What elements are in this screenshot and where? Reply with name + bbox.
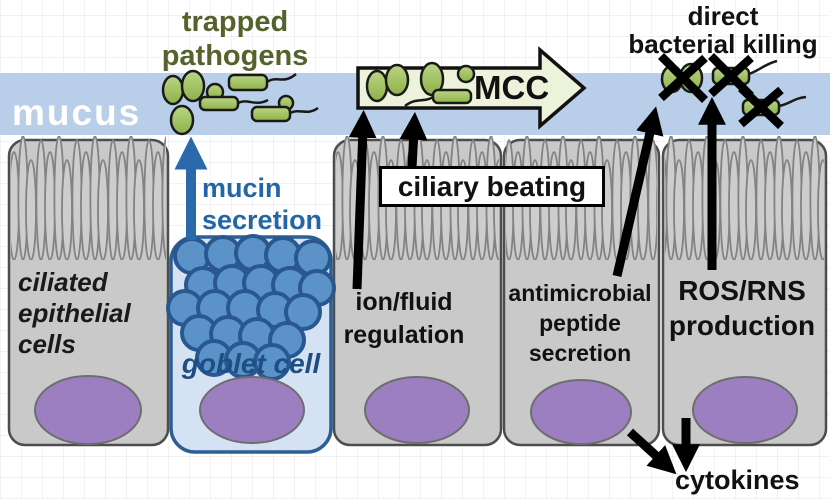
mcc-arrow: [356, 46, 587, 130]
nucleus: [34, 375, 142, 445]
pathogen-bacillus: [431, 88, 473, 105]
ion-fluid-regulation-label: ion/fluid regulation: [343, 288, 465, 349]
pathogen-bacillus: [227, 73, 269, 92]
mucus-label: mucus: [12, 92, 142, 133]
cell-nuclei: [34, 375, 798, 445]
flagellum: [237, 98, 269, 105]
antimicrobial-peptide-secretion-label: antimicrobial peptide secretion: [508, 280, 652, 366]
flagellum: [778, 95, 807, 108]
mcc-pathogens: [365, 61, 476, 108]
killed-pathogens-group: [657, 52, 807, 130]
goblet-cell-label: goblet cell: [181, 348, 321, 379]
pathogen-bacillus: [198, 95, 240, 112]
cytokines-label: cytokines: [675, 465, 800, 495]
cilia-cell-4: [665, 136, 824, 260]
antimicrobial-arrow: [612, 106, 664, 278]
pathogen-coccus: [365, 69, 389, 103]
function-arrows: [348, 96, 726, 290]
ion-fluid-arrow-right: [399, 111, 428, 169]
trapped-pathogens-group: [161, 69, 319, 136]
mcc-label: MCC: [474, 69, 550, 106]
ciliated-epithelial-cells-label: ciliated epithelial cells: [18, 267, 131, 359]
cilia-cell-1: [11, 136, 166, 260]
flagellum: [289, 106, 319, 115]
mucin-granules: [166, 234, 336, 381]
ros-rns-production-label: ROS/RNS production: [668, 275, 816, 341]
flagellum: [748, 59, 778, 76]
pathogen-bacillus: [250, 105, 292, 123]
nucleus: [530, 379, 632, 445]
ciliary-beating-box: ciliary beating: [379, 166, 605, 207]
cytokine-arrow-diagonal: [626, 428, 677, 475]
nucleus: [199, 376, 305, 444]
pathogen-coccus: [180, 69, 206, 103]
pathogen-coccus: [456, 64, 476, 84]
x-mark-icon: [738, 84, 784, 130]
x-mark-icon: [657, 52, 709, 104]
ion-fluid-arrow-left: [348, 109, 377, 290]
flagellum: [266, 73, 297, 84]
direct-bacterial-killing-label: direct bacterial killing: [628, 1, 818, 59]
mucin-secretion-label: mucin secretion: [202, 173, 323, 235]
nucleus: [692, 376, 798, 444]
pathogen-coccus: [384, 63, 410, 97]
pathogen-coccus: [161, 74, 185, 106]
flagellum: [404, 95, 434, 108]
nucleus: [364, 376, 470, 444]
pathogen-coccus: [169, 104, 195, 136]
trapped-pathogens-label: trapped pathogens: [161, 6, 309, 72]
cytokine-arrows: [626, 418, 700, 475]
